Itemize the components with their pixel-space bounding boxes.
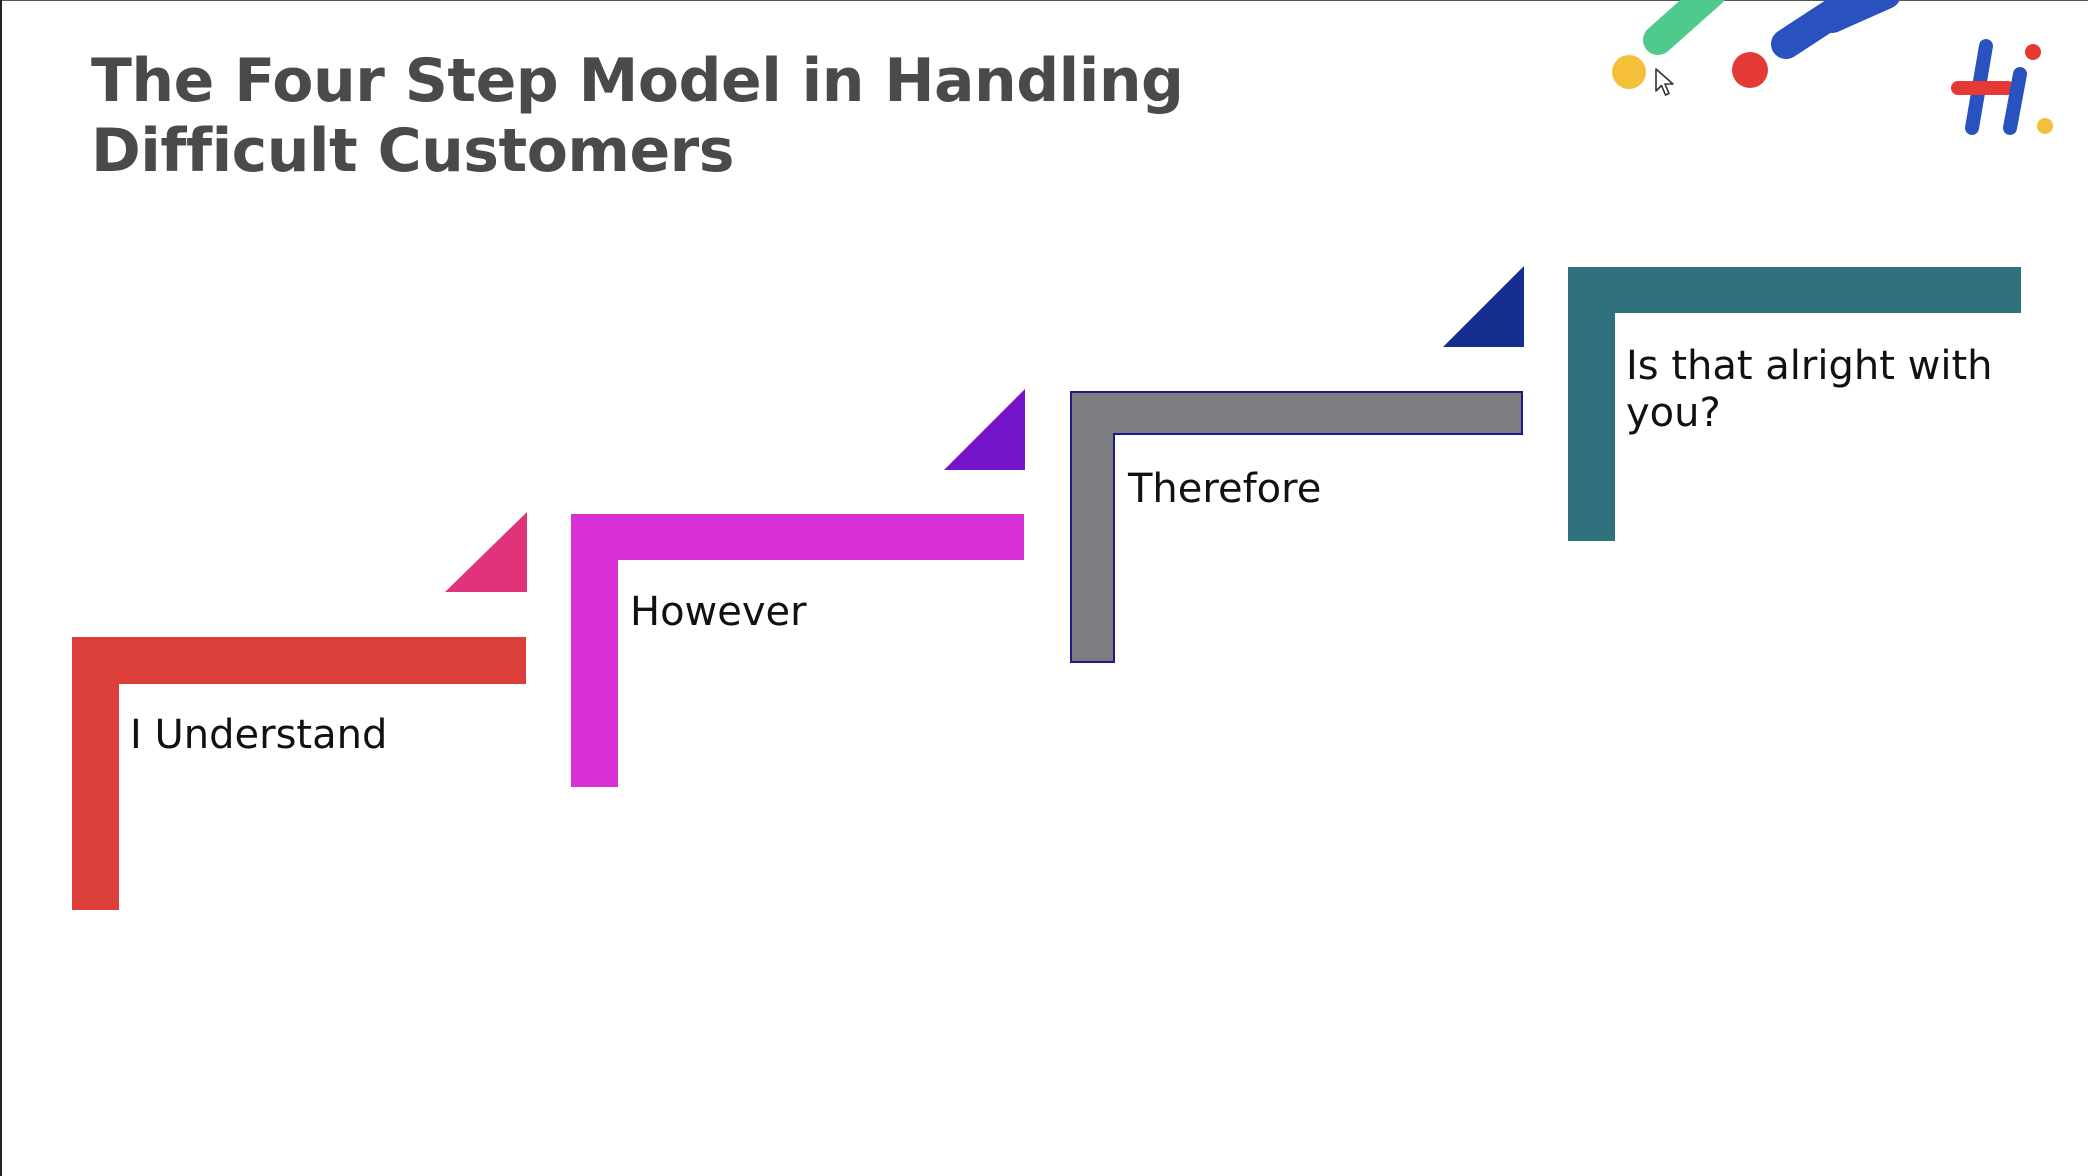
step-4-shape — [1568, 267, 2021, 541]
slide-title: The Four Step Model in Handling Difficul… — [91, 46, 1184, 186]
step-1-triangle — [445, 512, 527, 592]
step-2-label: However — [630, 589, 807, 635]
step-4-bar — [1568, 267, 2021, 541]
step-1-label: I Understand — [130, 712, 388, 758]
step-2-triangle — [944, 389, 1025, 470]
mouse-pointer-icon — [1655, 68, 1674, 96]
step-3-triangle — [1443, 266, 1524, 347]
step-1-shape — [72, 512, 527, 910]
yellow-dot — [1612, 55, 1646, 89]
decorative-strokes — [1612, 0, 1900, 89]
step-4-label: Is that alright with you? — [1626, 343, 1993, 436]
step-2-shape — [571, 389, 1025, 787]
left-border — [0, 0, 2, 1176]
red-dot — [1732, 52, 1768, 88]
top-border — [0, 0, 2088, 1]
step-3-label: Therefore — [1128, 466, 1322, 512]
blue-stroke-2 — [1817, 0, 1900, 33]
step-1-bar — [72, 637, 526, 910]
step-2-bar — [571, 514, 1024, 787]
hi-brand-logo-icon — [1951, 39, 2053, 135]
green-stroke — [1643, 0, 1725, 55]
step-3-shape — [1070, 266, 1524, 663]
step-3-bar — [1070, 391, 1523, 663]
